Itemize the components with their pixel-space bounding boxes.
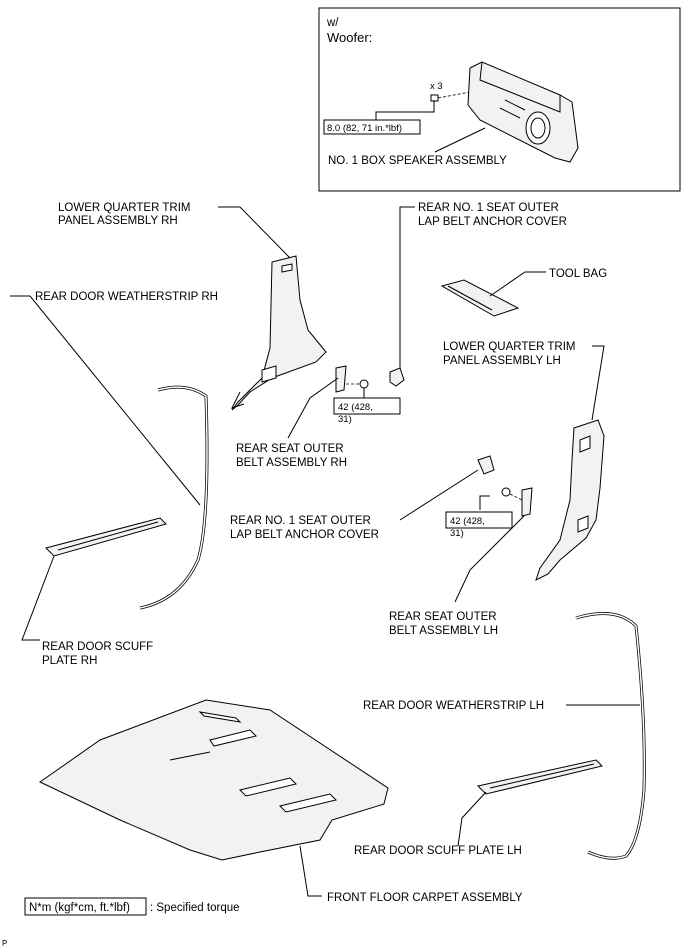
label-weatherstrip-lh: REAR DOOR WEATHERSTRIP LH <box>363 700 544 712</box>
label-weatherstrip-rh: REAR DOOR WEATHERSTRIP RH <box>35 291 218 303</box>
anchor-cover-mid-icon <box>477 455 495 475</box>
lower-quarter-trim-lh-icon <box>535 419 605 581</box>
torque-box-rh <box>333 397 401 415</box>
torque-rh-line1: 42 (428, <box>338 402 373 413</box>
inset-title-line2: Woofer: <box>327 30 372 45</box>
label-belt-rh-1: REAR SEAT OUTER <box>236 443 344 455</box>
torque-box-lh <box>445 511 513 529</box>
inset-part-label: NO. 1 BOX SPEAKER ASSEMBLY <box>328 155 507 167</box>
legend-torque-box <box>24 897 147 916</box>
anchor-cover-icon <box>389 367 405 387</box>
footer-code: P <box>2 939 7 948</box>
belt-rh-bolt-icon <box>359 379 369 389</box>
speaker-bolt-icon <box>430 91 471 102</box>
label-carpet: FRONT FLOOR CARPET ASSEMBLY <box>327 892 523 904</box>
belt-lh-bolt-icon <box>501 487 511 497</box>
label-anchor-cover-mid-1: REAR NO. 1 SEAT OUTER <box>230 515 371 527</box>
torque-rh-line2: 31) <box>338 414 352 425</box>
scuff-plate-rh-icon <box>45 517 167 557</box>
woofer-inset: w/ Woofer: x 3 8.0 (82, 71 in.*lbf) NO. … <box>318 7 681 192</box>
lower-quarter-trim-rh-icon <box>231 255 327 411</box>
legend-torque-units: N*m (kgf*cm, ft.*lbf) <box>29 902 130 914</box>
inset-torque-box <box>323 119 421 135</box>
weatherstrip-lh-icon <box>575 612 646 860</box>
label-belt-lh-2: BELT ASSEMBLY LH <box>389 625 498 637</box>
weatherstrip-rh-icon <box>139 385 209 610</box>
front-floor-carpet-icon <box>39 699 389 861</box>
label-scuff-rh-1: REAR DOOR SCUFF <box>42 641 153 653</box>
label-lower-quarter-rh-1: LOWER QUARTER TRIM <box>58 202 190 214</box>
label-anchor-cover-top-1: REAR NO. 1 SEAT OUTER <box>418 202 559 214</box>
label-lower-quarter-rh-2: PANEL ASSEMBLY RH <box>58 215 178 227</box>
legend-specified-torque: : Specified torque <box>150 902 240 914</box>
inset-title-line1: w/ <box>326 17 339 29</box>
label-lower-quarter-lh-1: LOWER QUARTER TRIM <box>443 341 575 353</box>
tool-bag-icon <box>440 279 520 317</box>
torque-lh-line2: 31) <box>450 528 464 539</box>
label-tool-bag: TOOL BAG <box>549 268 607 280</box>
inset-frame <box>318 7 681 192</box>
inset-torque: 8.0 (82, 71 in.*lbf) <box>327 123 402 134</box>
label-lower-quarter-lh-2: PANEL ASSEMBLY LH <box>443 355 561 367</box>
label-scuff-lh: REAR DOOR SCUFF PLATE LH <box>354 845 522 857</box>
label-belt-lh-1: REAR SEAT OUTER <box>389 611 497 623</box>
label-anchor-cover-mid-2: LAP BELT ANCHOR COVER <box>230 529 379 541</box>
belt-rh-icon <box>335 365 369 393</box>
scuff-plate-lh-icon <box>477 759 603 795</box>
label-anchor-cover-top-2: LAP BELT ANCHOR COVER <box>418 216 567 228</box>
label-belt-rh-2: BELT ASSEMBLY RH <box>236 457 347 469</box>
torque-lh-line1: 42 (428, <box>450 516 485 527</box>
box-speaker-icon <box>467 61 579 163</box>
label-scuff-rh-2: PLATE RH <box>42 655 97 667</box>
belt-lh-icon <box>501 487 533 517</box>
inset-qty: x 3 <box>430 81 443 92</box>
